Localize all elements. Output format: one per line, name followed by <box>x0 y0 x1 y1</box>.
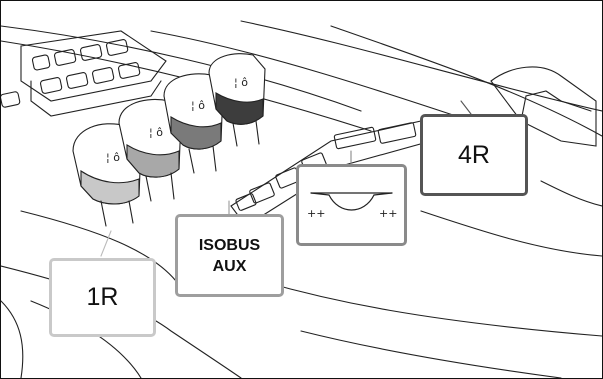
callout-implement-symbol: ++ ++ <box>296 164 407 246</box>
svg-text:¦ ô: ¦ ô <box>234 76 248 89</box>
callout-4r: 4R <box>420 114 528 196</box>
implement-lift-icon: ++ ++ <box>299 167 404 243</box>
marker-left: ++ <box>307 207 325 220</box>
callout-isobus-line2: AUX <box>213 256 247 277</box>
svg-text:¦ ô: ¦ ô <box>191 99 205 112</box>
svg-text:¦ ô: ¦ ô <box>106 151 120 164</box>
svg-text:¦ ô: ¦ ô <box>149 126 163 139</box>
callout-isobus-aux: ISOBUS AUX <box>175 214 284 297</box>
callout-1r-label: 1R <box>87 283 119 312</box>
callout-1r: 1R <box>49 258 156 337</box>
marker-right: ++ <box>379 207 397 220</box>
callout-isobus-line1: ISOBUS <box>199 235 260 256</box>
callout-4r-label: 4R <box>458 141 490 170</box>
